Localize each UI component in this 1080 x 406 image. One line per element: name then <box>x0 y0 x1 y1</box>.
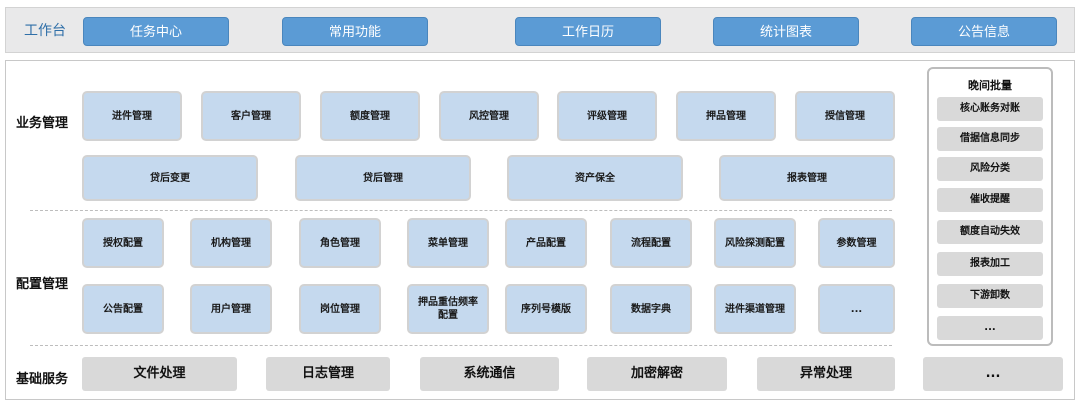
config-management-label: 配置管理 <box>16 277 69 292</box>
business-item-collateral[interactable]: 押品管理 <box>676 91 776 141</box>
announcements-button[interactable]: 公告信息 <box>911 17 1057 46</box>
business-item-asset-preservation[interactable]: 资产保全 <box>507 155 683 201</box>
service-exception-handling[interactable]: 异常处理 <box>757 357 895 391</box>
service-log-management[interactable]: 日志管理 <box>266 357 390 391</box>
business-item-customer[interactable]: 客户管理 <box>201 91 301 141</box>
config-item-user[interactable]: 用户管理 <box>190 284 272 334</box>
batch-item-downstream-export[interactable]: 下游卸数 <box>937 284 1043 308</box>
config-item-data-dictionary[interactable]: 数据字典 <box>610 284 692 334</box>
config-item-authorization[interactable]: 授权配置 <box>82 218 164 268</box>
config-item-parameters[interactable]: 参数管理 <box>818 218 895 268</box>
batch-item-quota-expiry[interactable]: 额度自动失效 <box>937 220 1043 244</box>
config-item-organization[interactable]: 机构管理 <box>190 218 272 268</box>
workbench-label: 工作台 <box>24 23 66 39</box>
business-item-risk-control[interactable]: 风控管理 <box>439 91 539 141</box>
config-item-workflow[interactable]: 流程配置 <box>610 218 692 268</box>
section-divider <box>30 210 892 211</box>
config-item-position[interactable]: 岗位管理 <box>299 284 381 334</box>
business-management-label: 业务管理 <box>16 116 69 131</box>
business-item-intake[interactable]: 进件管理 <box>82 91 182 141</box>
nightly-batch-title: 晚间批量 <box>968 79 1012 92</box>
top-toolbar: 工作台 任务中心 常用功能 工作日历 统计图表 公告信息 <box>5 7 1075 53</box>
batch-item-report-processing[interactable]: 报表加工 <box>937 252 1043 276</box>
batch-item-collection-reminder[interactable]: 催收提醒 <box>937 188 1043 212</box>
config-item-role[interactable]: 角色管理 <box>299 218 381 268</box>
batch-item-core-reconciliation[interactable]: 核心账务对账 <box>937 97 1043 121</box>
business-item-post-loan-change[interactable]: 贷后变更 <box>82 155 258 201</box>
common-functions-button[interactable]: 常用功能 <box>282 17 428 46</box>
config-item-intake-channel[interactable]: 进件渠道管理 <box>714 284 796 334</box>
config-item-risk-detection[interactable]: 风险探测配置 <box>714 218 796 268</box>
service-file-processing[interactable]: 文件处理 <box>82 357 237 391</box>
business-item-report-management[interactable]: 报表管理 <box>719 155 895 201</box>
batch-item-risk-classification[interactable]: 风险分类 <box>937 157 1043 181</box>
config-item-serial-template[interactable]: 序列号模版 <box>505 284 587 334</box>
config-item-collateral-revaluation[interactable]: 押品重估频率配置 <box>407 284 489 334</box>
task-center-button[interactable]: 任务中心 <box>83 17 229 46</box>
nightly-batch-panel: 晚间批量 核心账务对账 借据信息同步 风险分类 催收提醒 额度自动失效 报表加工… <box>927 67 1053 346</box>
base-services-label: 基础服务 <box>16 372 69 387</box>
business-item-credit[interactable]: 授信管理 <box>795 91 895 141</box>
config-item-announcement[interactable]: 公告配置 <box>82 284 164 334</box>
section-divider <box>30 345 892 346</box>
work-calendar-button[interactable]: 工作日历 <box>515 17 661 46</box>
config-item-menu[interactable]: 菜单管理 <box>407 218 489 268</box>
batch-item-more[interactable]: ... <box>937 316 1043 340</box>
service-system-communication[interactable]: 系统通信 <box>420 357 559 391</box>
business-item-rating[interactable]: 评级管理 <box>557 91 657 141</box>
config-item-product[interactable]: 产品配置 <box>505 218 587 268</box>
batch-item-loan-sync[interactable]: 借据信息同步 <box>937 127 1043 151</box>
business-item-quota[interactable]: 额度管理 <box>320 91 420 141</box>
statistics-charts-button[interactable]: 统计图表 <box>713 17 859 46</box>
business-item-post-loan-management[interactable]: 贷后管理 <box>295 155 471 201</box>
config-item-more[interactable]: ... <box>818 284 895 334</box>
service-more[interactable]: ... <box>923 357 1063 391</box>
service-encryption[interactable]: 加密解密 <box>587 357 727 391</box>
